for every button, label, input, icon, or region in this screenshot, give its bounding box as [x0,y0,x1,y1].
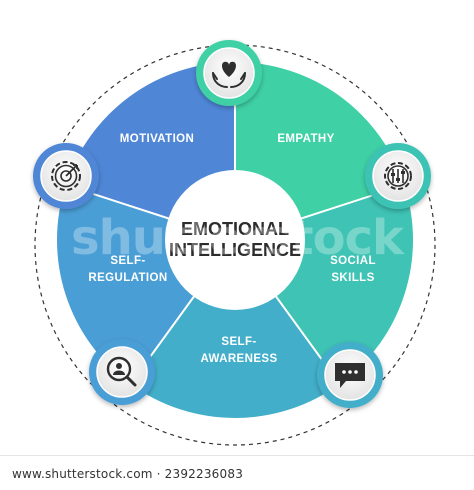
segment-label-motivation: MOTIVATION [120,133,194,145]
person-magnifier-icon [106,356,137,387]
icon-badges-group [33,40,431,408]
heart-hands-badge [196,40,262,106]
segment-labels-group: MOTIVATION EMPATHY SOCIAL SKILLS SELF- AWAREN… [88,133,376,365]
outer-dashed-ring [34,44,436,446]
target-gear-badge [33,143,99,209]
center-title-line2: INTELLIGENCE [169,240,301,260]
center-disc [165,170,305,310]
segment-label-social-skills: SOCIAL [330,255,376,267]
segment-label-self-awareness: AWARENESS [200,353,277,365]
chat-bubble-badge [317,342,383,408]
segment-label-empathy: EMPATHY [277,133,334,145]
segment-label-self-regulation: SELF- [110,255,145,267]
segment-label-social-skills: SKILLS [331,272,374,284]
gear-sliders-icon [384,162,412,190]
footer-bar: www.shutterstock.com · 2392236083 [0,455,474,490]
segment-self-awareness [130,240,340,418]
center-title-line1: EMOTIONAL [181,219,289,239]
chat-bubble-icon [335,363,365,388]
gear-sliders-badge [365,143,431,209]
segment-label-self-awareness: SELF- [221,336,256,348]
segment-label-self-regulation: REGULATION [88,272,167,284]
footer-url: www.shutterstock.com · 2392236083 [12,467,244,481]
target-gear-icon [51,161,81,191]
person-magnifier-badge [89,339,155,405]
heart-hands-icon [212,61,246,88]
